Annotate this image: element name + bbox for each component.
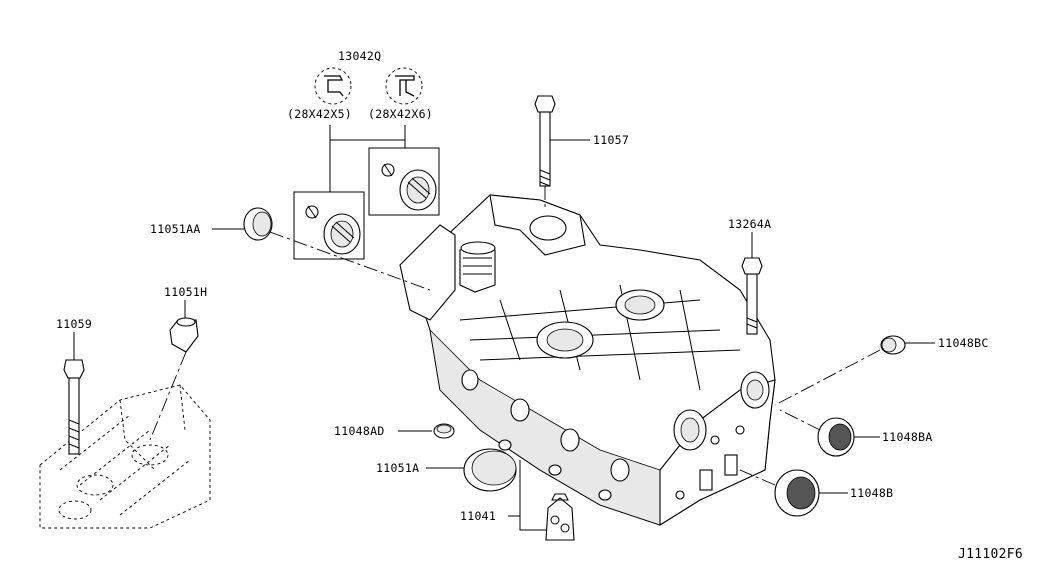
plug-11048ad-icon <box>433 423 455 439</box>
seal-box-upper <box>368 147 440 216</box>
label-11048ad: 11048AD <box>334 424 385 438</box>
label-11048b: 11048B <box>850 486 893 500</box>
diagram-code: J11102F6 <box>958 547 1023 562</box>
bolt-11057-icon <box>534 95 556 187</box>
cylinder-head <box>399 194 776 526</box>
bolt-11059-icon <box>63 359 85 455</box>
engine-block-outline <box>39 384 211 529</box>
label-13042q: 13042Q <box>338 49 381 63</box>
seal-variant-a-icon <box>314 67 352 105</box>
plug-11051aa-icon <box>243 207 273 241</box>
seal-bracket <box>329 125 406 192</box>
seal-box-lower <box>293 191 365 260</box>
label-11057: 11057 <box>593 133 629 147</box>
label-11048bc: 11048BC <box>938 336 989 350</box>
label-11059: 11059 <box>56 317 92 331</box>
seal-11048ba-icon <box>817 417 855 457</box>
seal-variant-b-icon <box>385 67 423 105</box>
plug-11051a-icon <box>463 448 517 492</box>
label-11051aa: 11051AA <box>150 222 201 236</box>
label-11051h: 11051H <box>164 285 207 299</box>
label-13264a: 13264A <box>728 217 771 231</box>
seal-11048b-icon <box>774 469 820 517</box>
label-11041: 11041 <box>460 509 496 523</box>
intake-ports <box>461 369 630 501</box>
plug-11051h-icon <box>169 317 199 353</box>
hardware-bag-icon <box>545 493 575 541</box>
label-size-b: (28X42X6) <box>368 107 433 121</box>
label-size-a: (28X42X5) <box>287 107 352 121</box>
label-11048ba: 11048BA <box>882 430 933 444</box>
bolt-13264a-icon <box>741 257 763 335</box>
label-11051a: 11051A <box>376 461 419 475</box>
head-bracket <box>508 495 546 531</box>
plug-11048bc-icon <box>880 335 906 355</box>
